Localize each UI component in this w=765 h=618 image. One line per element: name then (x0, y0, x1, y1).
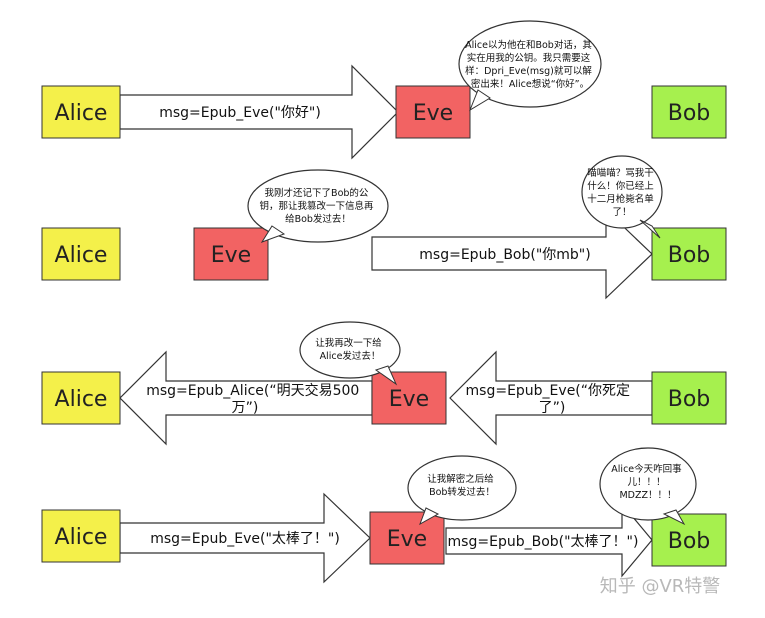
row4-bob-bubble-line: MDZZ！！！ (619, 490, 676, 501)
svg-text:msg=Epub_Alice(“明天交易500: msg=Epub_Alice(“明天交易500 万”) (146, 382, 364, 416)
row3-left-message: msg=Epub_Alice(“明天交易500 (146, 382, 359, 399)
row2-bob-box (651, 227, 727, 281)
row3-eve-thought-bubble: 让我再改一下给 Alice发过去！ (299, 321, 401, 386)
row4-eve-bubble-line: 让我解密之后给 (427, 473, 494, 485)
svg-text:Alice以为他在和Bob对话，其 实在用我: Alice以为他在和Bob对话，其 实在用我的公钥。我只需要这 样：Dpri_E… (465, 39, 595, 90)
row4-eve-label: Eve (387, 527, 427, 552)
row3-arrow-eve-to-alice (119, 350, 373, 446)
row4-alice-label: Alice (55, 525, 108, 550)
svg-text:喵喵喵？骂我干 什么！你已经上: 喵喵喵？骂我干 什么！你已经上 十二月枪毙名单 了！ (587, 168, 657, 218)
row4-bob-bubble-line: Alice今天咋回事 (611, 463, 682, 475)
row1-arrow-alice-to-eve (119, 64, 399, 160)
svg-text:Alice今天咋回事 儿！！！: Alice今天咋回事 儿！！！ MDZZ！！！ (611, 463, 684, 501)
row4-eve-box (369, 511, 445, 565)
row3-right-message: 了”) (539, 400, 566, 416)
row1-alice-box (41, 85, 121, 139)
row1-bob-label: Bob (668, 101, 711, 126)
row4-bob-thought-bubble: Alice今天咋回事 儿！！！ MDZZ！！！ (599, 447, 697, 526)
row3-eve-box (371, 371, 447, 425)
row4-arrow-eve-to-bob (445, 502, 653, 578)
row1-eve-label: Eve (413, 101, 453, 126)
row3-bubble-line: Alice发过去！ (320, 350, 381, 362)
row3-arrow-bob-to-eve (449, 350, 653, 446)
svg-text:让我解密之后给 Bob转发过去！: 让我解密之后给 Bob转发过去！ (427, 473, 497, 498)
row4-eve-bubble-line: Bob转发过去！ (429, 486, 495, 498)
row3-left-message: 万”) (232, 400, 259, 416)
row2-eve-box (193, 227, 269, 281)
watermark: 知乎 @VR特警 (600, 576, 721, 597)
row1-eve-box (395, 85, 471, 139)
row2-bob-thought-bubble: 喵喵喵？骂我干 什么！你已经上 十二月枪毙名单 了！ (581, 155, 663, 239)
row2-eve-bubble-line: 我刚才还记下了Bob的公 (265, 187, 369, 199)
row1-bubble-line: 实在用我的公钥。我只需要这 (467, 52, 591, 64)
row4-bob-label: Bob (668, 529, 711, 554)
svg-text:让我再改一下给 Alice发过去！: 让我再改一下给 Alice发过去！ (315, 337, 385, 362)
row1-eve-thought-bubble: Alice以为他在和Bob对话，其 实在用我的公钥。我只需要这 样：Dpri_E… (458, 20, 602, 112)
row3-bubble-line: 让我再改一下给 (315, 337, 382, 349)
row4-alice-box (41, 509, 121, 563)
row3-alice-label: Alice (55, 387, 108, 412)
row4-left-message: msg=Epub_Eve("太棒了！") (150, 531, 340, 547)
row-3: msg=Epub_Alice(“明天交易500 万”) msg=Epub_Eve… (41, 321, 727, 446)
row2-bob-bubble-line: 喵喵喵？骂我干 (587, 168, 654, 179)
row1-bubble-line: 密出来！Alice想说“你好”。 (471, 78, 589, 90)
row2-eve-bubble-line: 给Bob发过去！ (285, 213, 351, 225)
row2-message: msg=Epub_Bob("你mb") (419, 247, 590, 263)
row4-arrow-alice-to-eve (119, 492, 371, 584)
svg-text:我刚才还记下了Bob的公 钥，那让我篡改一下: 我刚才还记下了Bob的公 钥，那让我篡改一下信息再 给Bob发过去！ (259, 187, 376, 225)
svg-text:msg=Epub_Eve(“你死定 了”): msg=Epub_Eve(“你死定 了”) (466, 383, 635, 416)
row2-alice-label: Alice (55, 243, 108, 268)
row2-bob-bubble-line: 了！ (612, 207, 631, 218)
row1-bubble-line: 样：Dpri_Eve(msg)就可以解 (465, 65, 592, 77)
row4-bob-bubble-line: 儿！！！ (627, 477, 665, 488)
row2-alice-box (41, 227, 121, 281)
row1-message: msg=Epub_Eve("你好") (159, 105, 321, 121)
row4-eve-thought-bubble: 让我解密之后给 Bob转发过去！ (407, 455, 517, 526)
row2-bob-label: Bob (668, 243, 711, 268)
row-2: msg=Epub_Bob("你mb") Alice Eve Bob 我刚才还记下… (41, 155, 727, 300)
row-4: msg=Epub_Eve("太棒了！") msg=Epub_Bob("太棒了！"… (41, 447, 727, 584)
row1-bob-box (651, 85, 727, 139)
row-1: msg=Epub_Eve("你好") Alice Eve Bob Alice以为… (41, 20, 727, 160)
row1-bubble-line: Alice以为他在和Bob对话，其 (465, 39, 592, 51)
row3-bob-box (651, 371, 727, 425)
row2-bob-bubble-line: 什么！你已经上 (587, 180, 654, 192)
row3-eve-label: Eve (389, 387, 429, 412)
row2-eve-thought-bubble: 我刚才还记下了Bob的公 钥，那让我篡改一下信息再 给Bob发过去！ (247, 169, 389, 243)
row1-alice-label: Alice (55, 101, 108, 126)
row2-bob-bubble-line: 十二月枪毙名单 (587, 193, 654, 205)
row3-right-message: msg=Epub_Eve(“你死定 (466, 383, 631, 399)
row3-alice-box (41, 371, 121, 425)
row4-right-message: msg=Epub_Bob("太棒了！") (448, 534, 639, 550)
row4-bob-box (651, 513, 727, 567)
row2-eve-bubble-line: 钥，那让我篡改一下信息再 (259, 200, 374, 212)
row3-bob-label: Bob (668, 387, 711, 412)
row2-eve-label: Eve (211, 243, 251, 268)
row2-arrow-eve-to-bob (371, 208, 653, 300)
